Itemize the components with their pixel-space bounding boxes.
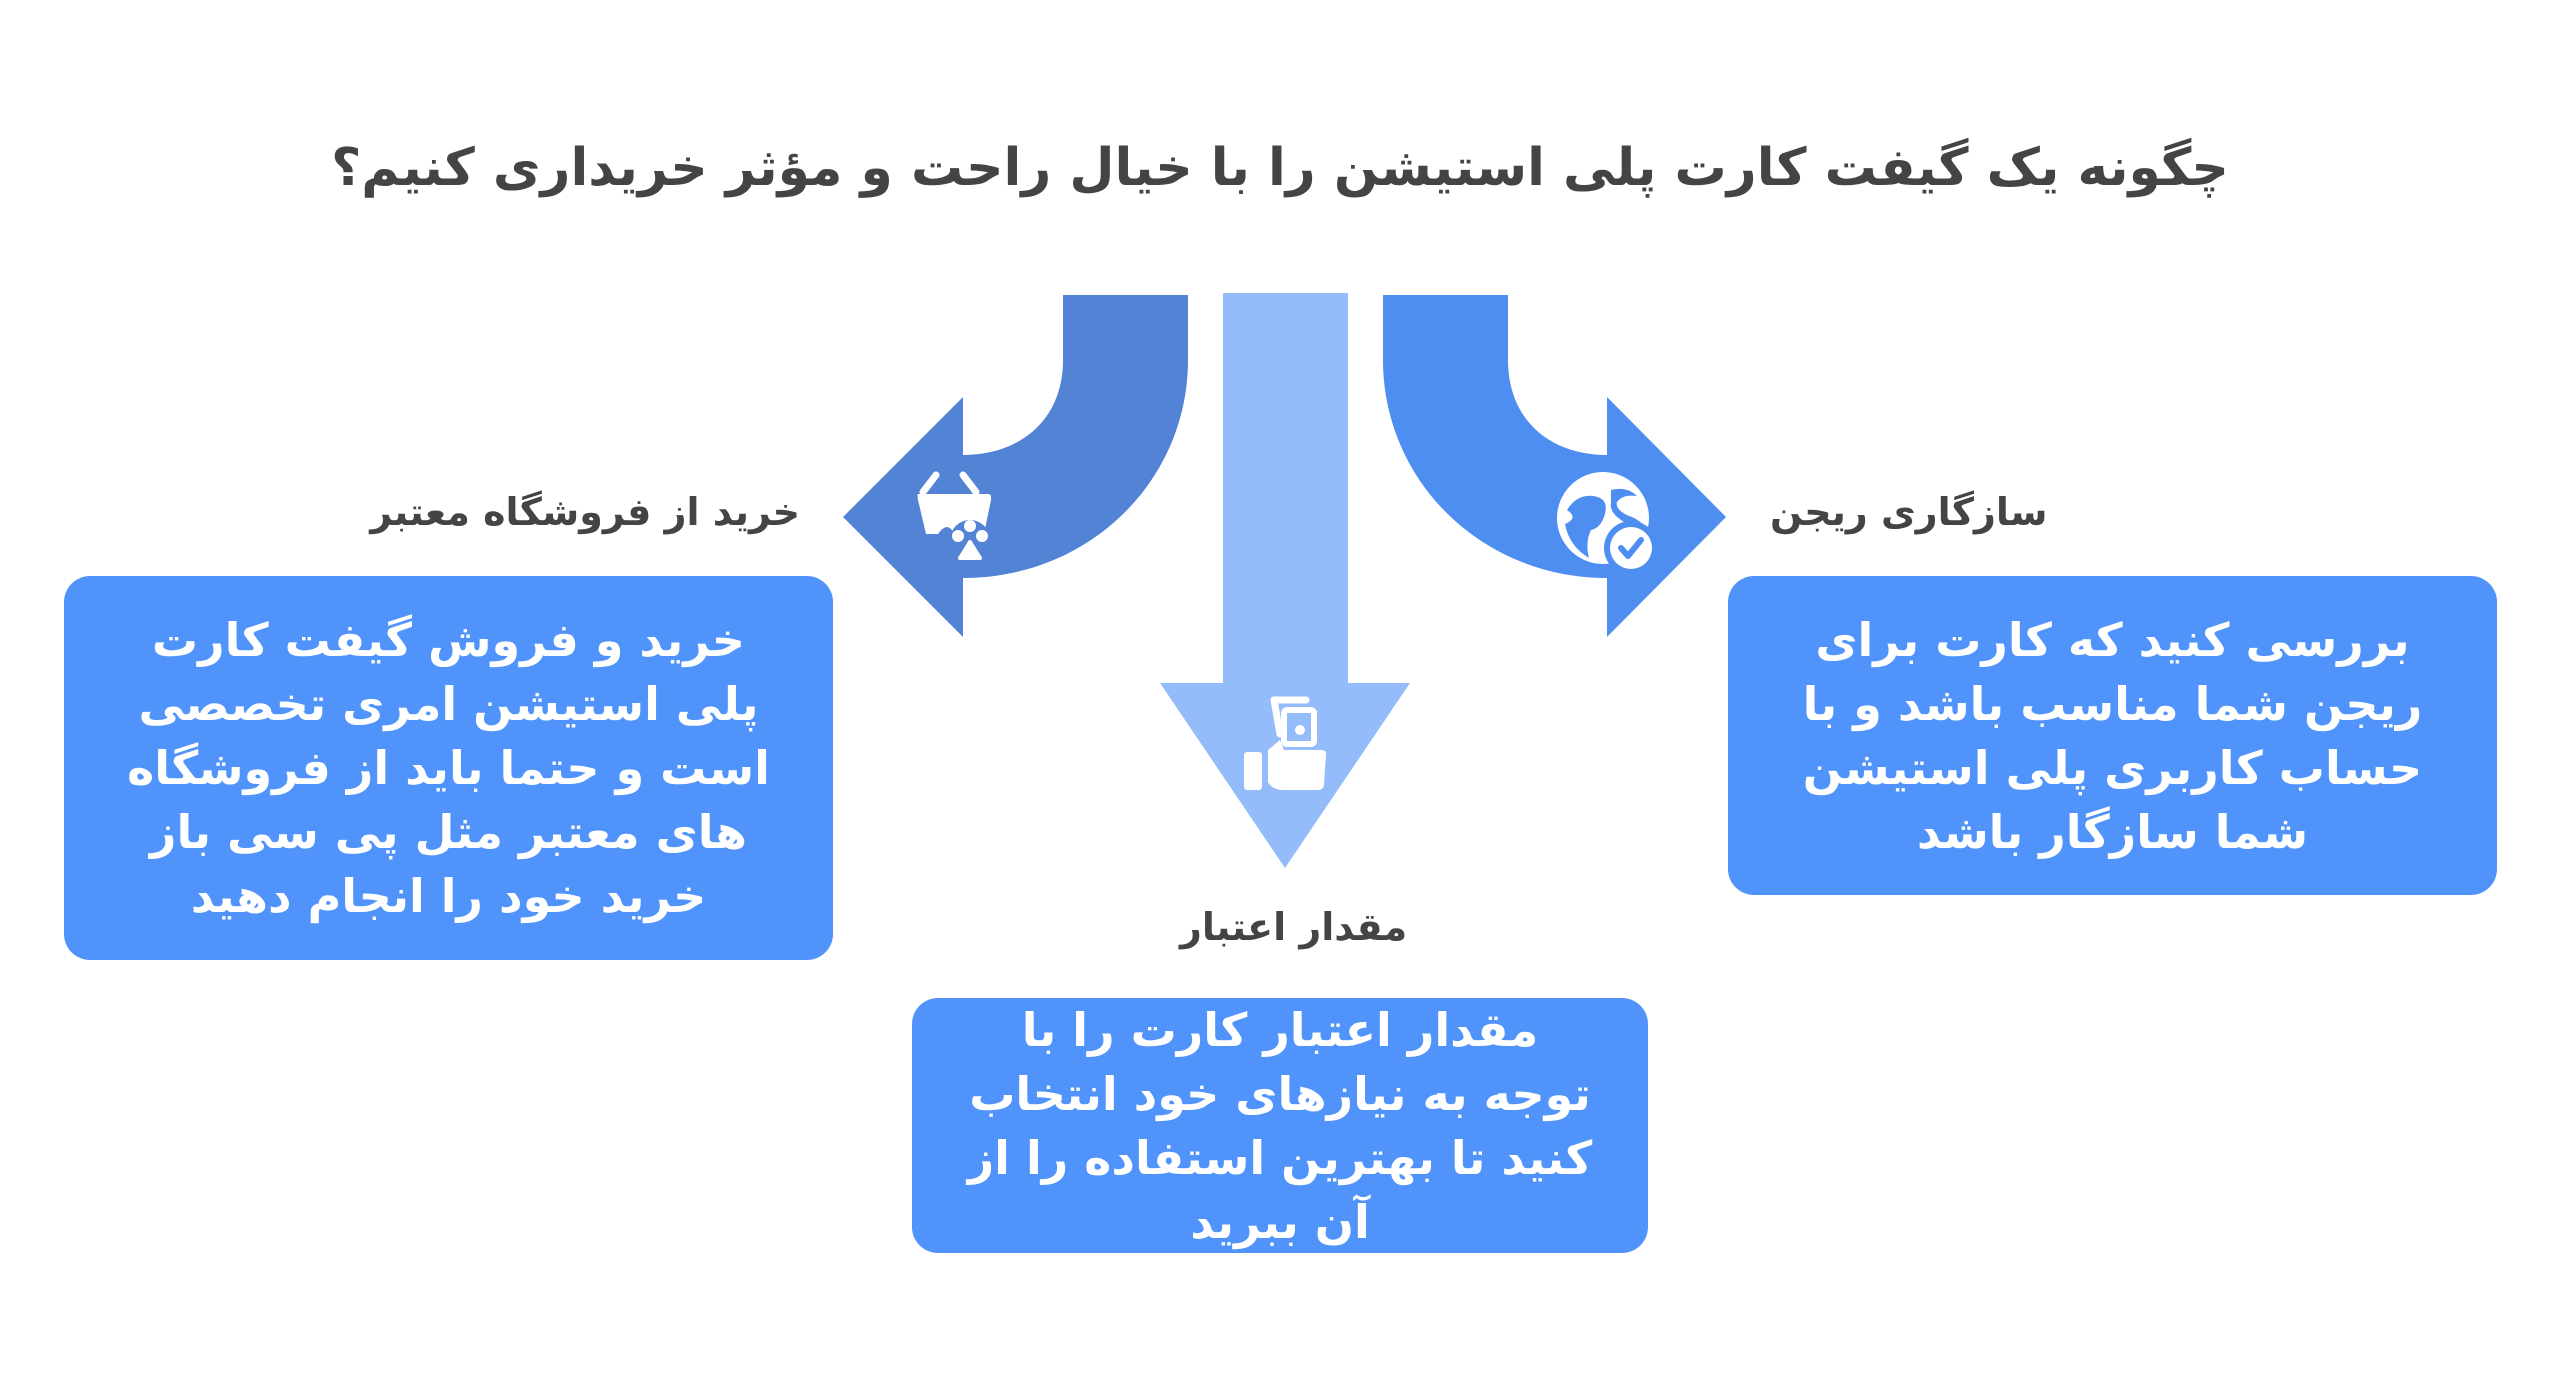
branch-box-region-compatibility: بررسی کنید که کارت برای ریجن شما مناسب ب… — [1728, 576, 2497, 895]
shopping-basket-paw-icon — [917, 471, 992, 560]
branch-label-region-compatibility: سازگاری ریجن — [1770, 490, 2048, 534]
globe-check-icon — [1557, 472, 1658, 575]
branch-description-region-compatibility: بررسی کنید که کارت برای ریجن شما مناسب ب… — [1802, 612, 2423, 859]
hand-holding-cash-icon — [1244, 696, 1326, 790]
branch-box-trusted-store: خرید و فروش گیفت کارت پلی استیشن امری تخ… — [64, 576, 833, 960]
branch-description-trusted-store: خرید و فروش گیفت کارت پلی استیشن امری تخ… — [127, 613, 770, 923]
branch-box-credit-amount: مقدار اعتبار کارت را با توجه به نیازهای … — [912, 998, 1648, 1253]
branch-label-trusted-store: خرید از فروشگاه معتبر — [370, 490, 800, 534]
branch-description-credit-amount: مقدار اعتبار کارت را با توجه به نیازهای … — [967, 1002, 1593, 1249]
branch-label-credit-amount: مقدار اعتبار — [1180, 905, 1408, 949]
page-title: چگونه یک گیفت کارت پلی استیشن را با خیال… — [331, 138, 2229, 198]
right-arrow — [1383, 295, 1726, 637]
left-arrow — [843, 295, 1188, 637]
center-arrow — [1160, 293, 1410, 868]
